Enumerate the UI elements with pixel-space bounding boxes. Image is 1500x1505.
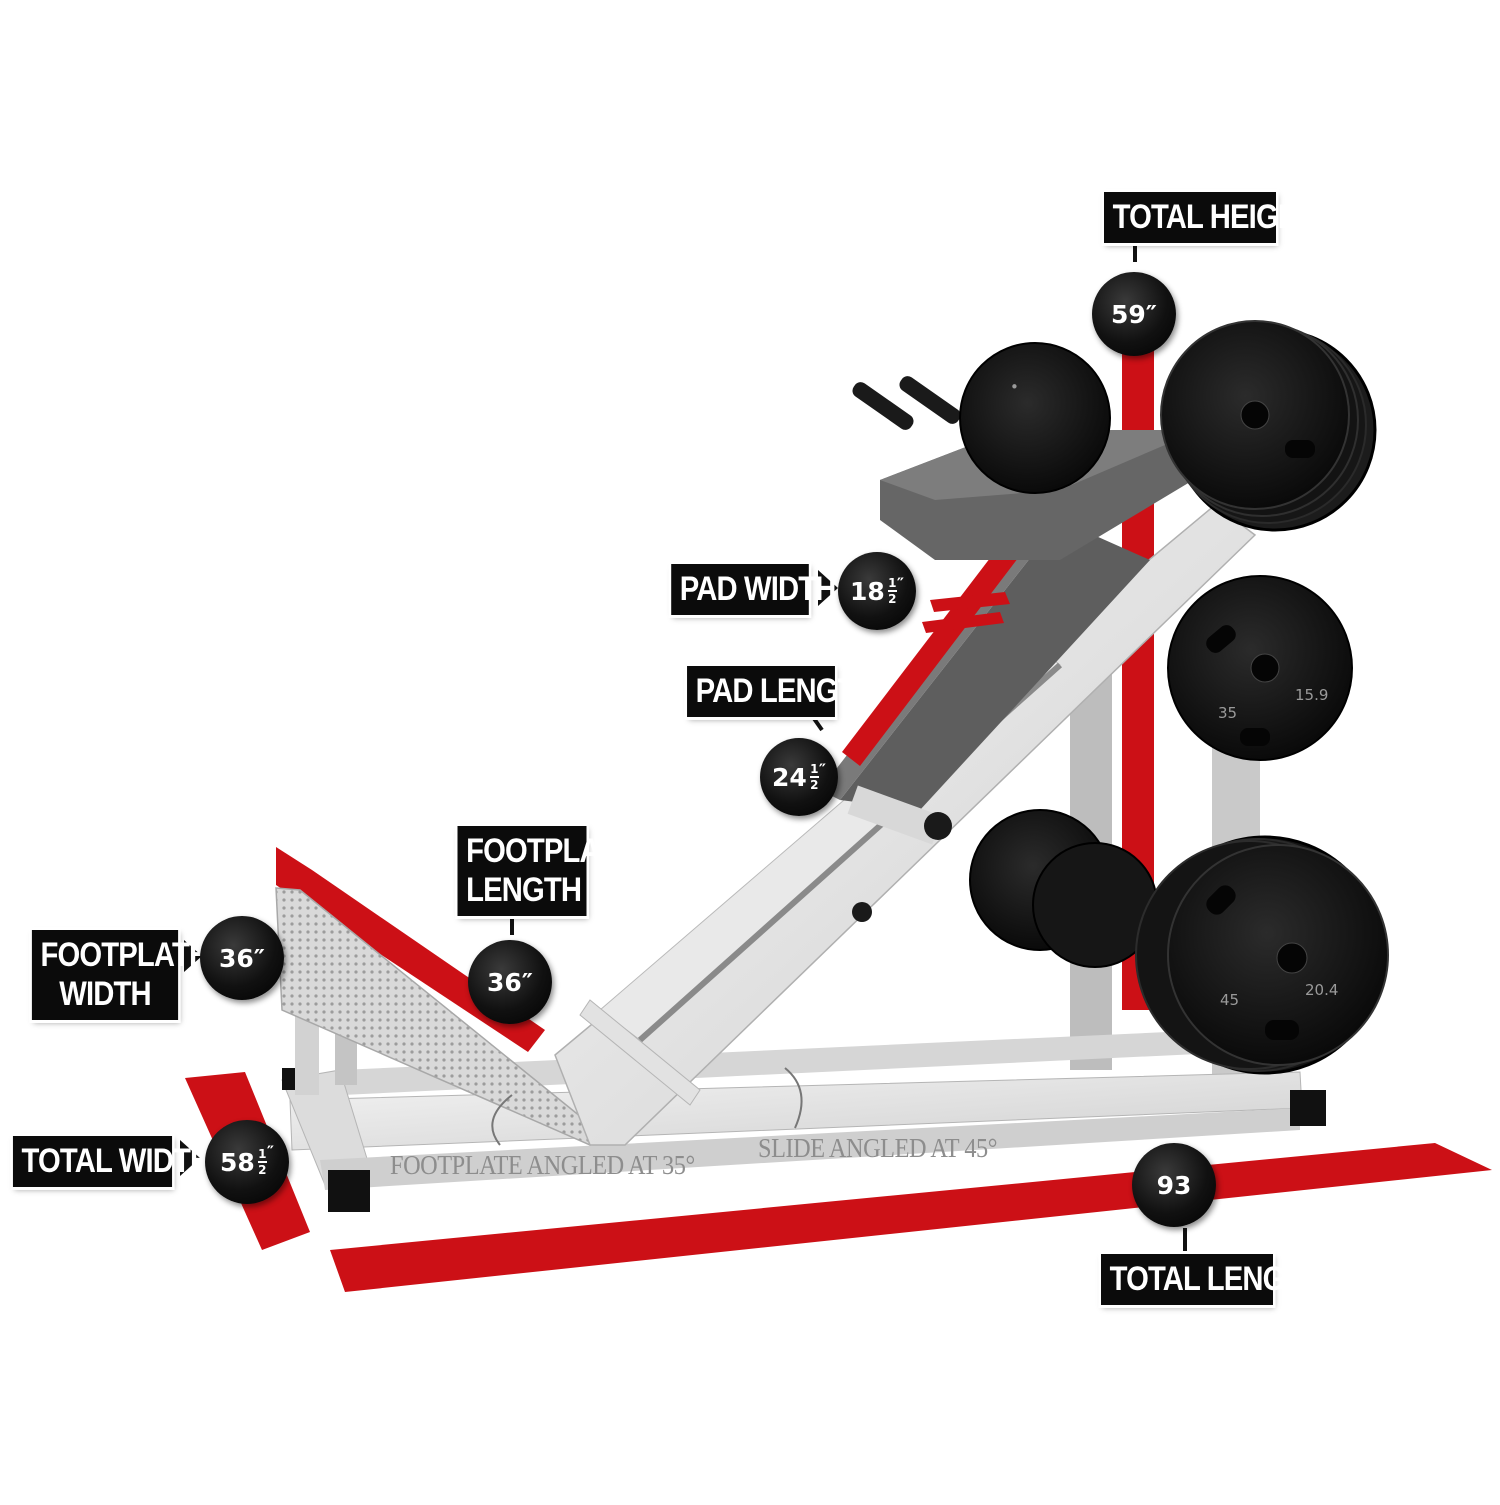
handle-right [899,376,961,424]
pad-width-number: 18 [850,576,885,606]
plate-grip-top [1285,440,1315,458]
foot-front-left [328,1170,370,1212]
plate-hub-mid [1250,653,1280,683]
footplate-width-value: 36″ [200,916,284,1000]
plate-mid-kg: 15.9 [1295,686,1328,704]
carriage-bracket [847,785,943,845]
back-pad [840,520,1150,810]
slide-brace [579,999,701,1106]
handle-left [852,382,914,430]
pad-width-strip-b [922,612,1004,633]
footplate-width-number: 36″ [219,943,265,973]
carriage-pin [852,902,872,922]
footplate-length-value: 36″ [468,940,552,1024]
footplate-angle-note: FOOTPLATE ANGLED AT 35° [390,1150,695,1180]
total-height-value: 59″ [1092,272,1176,356]
plate-grip-mid-a [1206,625,1236,653]
lock-knob [924,812,952,840]
total-height-label: TOTAL HEIGHT [1104,192,1316,244]
total-length-label: TOTAL LENGTH [1101,1254,1323,1306]
plate-hub-top [1240,400,1270,430]
total-length-number: 93 [1156,1170,1192,1200]
plate-big-kg: 20.4 [1305,981,1338,999]
plate-grip-big-a [1206,885,1236,915]
pad-width-arrow [818,570,838,606]
total-height-number: 59″ [1111,299,1157,329]
slide-angle-note: SLIDE ANGLED AT 45° [758,1133,998,1163]
base-rail-long [320,1108,1300,1190]
total-length-value: 93 [1132,1143,1216,1227]
pad-length-label: PAD LENGTH [687,666,876,718]
pad-length-inch: ″ [818,760,826,779]
footplate-width-arrow [184,940,202,972]
plate-top-left [959,342,1111,494]
plate-grip-mid-b [1240,728,1270,746]
pad-width-label: PAD WIDTH [671,564,836,616]
total-width-inch: ″ [266,1142,274,1161]
slide-angle-arc [784,1067,803,1129]
plate-logo-top-left: • [1010,378,1019,396]
plate-mid-lb: 35 [1218,704,1237,722]
total-width-label: TOTAL WIDTH [12,1136,211,1188]
footplate-length-number: 36″ [487,967,533,997]
footplate-length-label: FOOTPLATE LENGTH [457,826,634,917]
footplate-width-label: FOOTPLATE WIDTH [31,930,209,1021]
pad-width-strip-a [930,592,1010,612]
plate-grip-big-b [1265,1020,1299,1040]
total-width-arrow [180,1140,200,1176]
plate-hub-big [1276,942,1308,974]
foot-front-right [1290,1090,1326,1126]
plate-big-lb: 45 [1220,991,1239,1009]
pad-width-inch: ″ [896,574,904,593]
footplate-angle-arc [491,1094,513,1146]
pad-length-number: 24 [772,762,807,792]
total-width-number: 58 [220,1147,255,1177]
